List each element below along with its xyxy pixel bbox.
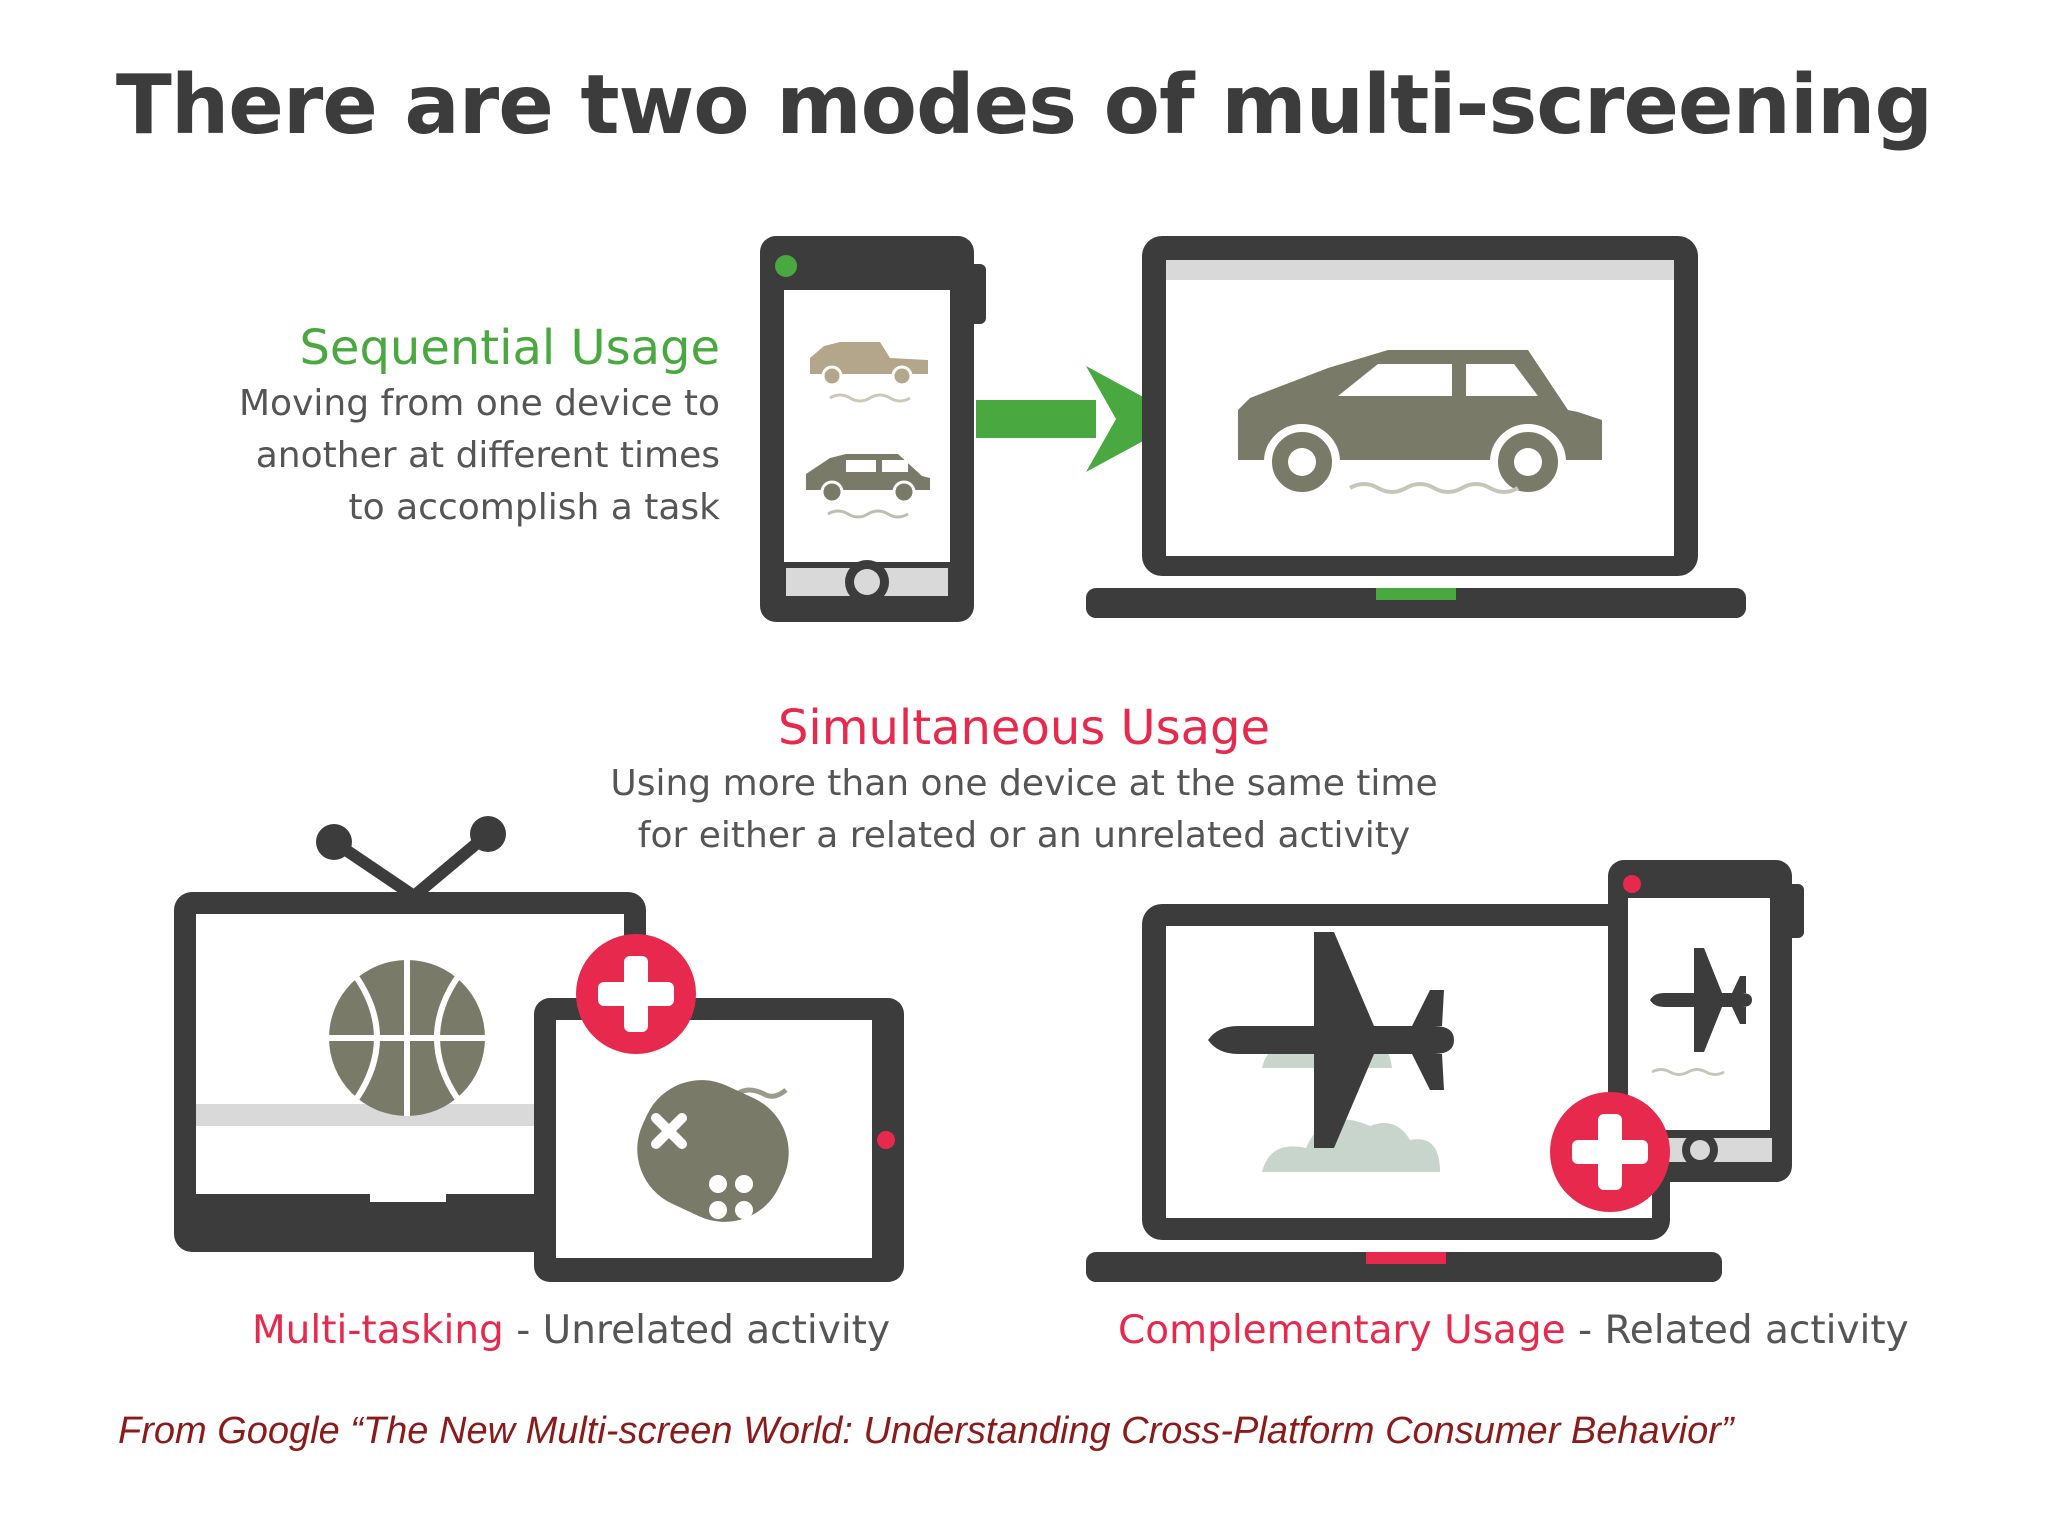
arrow-right-icon	[976, 366, 1184, 472]
airplane-icon	[1650, 948, 1752, 1052]
sequential-heading: Sequential Usage	[299, 320, 720, 376]
car-icon	[810, 342, 928, 403]
simultaneous-heading: Simultaneous Usage	[777, 700, 1271, 756]
car-icon	[806, 454, 930, 519]
multitasking-label: Multi-tasking	[252, 1308, 504, 1353]
basketball-icon	[329, 960, 485, 1116]
tv-icon	[174, 816, 646, 1252]
complementary-label: Complementary Usage	[1118, 1308, 1566, 1353]
laptop-icon	[1086, 236, 1746, 618]
phone-icon	[760, 236, 986, 622]
simultaneous-line: Using more than one device at the same t…	[610, 763, 1438, 804]
airplane-icon	[1208, 932, 1454, 1148]
multitasking-description: - Unrelated activity	[503, 1308, 891, 1353]
tablet-icon	[534, 998, 904, 1282]
cloud-icon	[1262, 1119, 1440, 1172]
sequential-description: Moving from one device to another at dif…	[239, 378, 720, 534]
car-icon	[1238, 350, 1602, 500]
sequential-line: to accomplish a task	[348, 487, 720, 528]
sequential-line: another at different times	[255, 435, 720, 476]
sequential-line: Moving from one device to	[239, 383, 720, 424]
complementary-caption: Complementary Usage - Related activity	[1118, 1308, 1909, 1353]
simultaneous-description: Using more than one device at the same t…	[0, 758, 2048, 862]
plus-icon	[1550, 1092, 1670, 1212]
multitasking-caption: Multi-tasking - Unrelated activity	[252, 1308, 890, 1353]
complementary-description: - Related activity	[1565, 1308, 1909, 1353]
gamepad-icon	[637, 1080, 789, 1222]
source-citation: From Google “The New Multi-screen World:…	[118, 1410, 1734, 1452]
plus-icon	[576, 934, 696, 1054]
page-title: There are two modes of multi-screening	[115, 58, 1933, 153]
simultaneous-line: for either a related or an unrelated act…	[637, 815, 1411, 856]
